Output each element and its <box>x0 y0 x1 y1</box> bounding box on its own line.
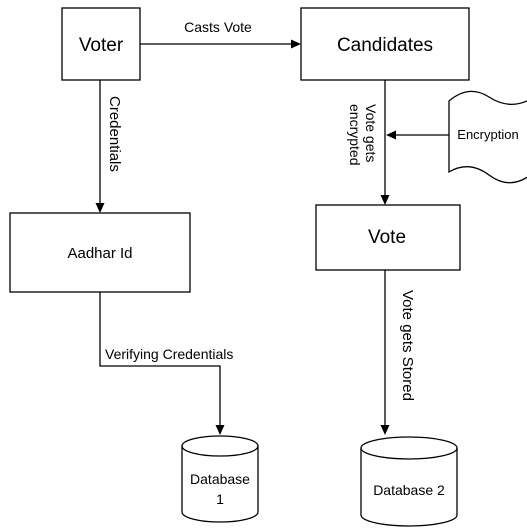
arrowhead <box>291 39 301 49</box>
node-vote: Vote <box>315 204 461 271</box>
casts-vote-label: Casts Vote <box>184 19 252 35</box>
database-2-label: Database 2 <box>373 482 445 498</box>
edge-vote-gets-stored: Vote gets Stored <box>380 270 416 435</box>
credentials-label: Credentials <box>106 96 123 172</box>
edge-verifying-credentials: Verifying Credentials <box>99 292 233 435</box>
edge-vote-gets-encrypted: Vote gets encrypted <box>347 80 390 205</box>
database-1-label-line2: 1 <box>216 491 224 507</box>
aadhar-id-label: Aadhar Id <box>67 245 132 262</box>
arrowhead <box>386 130 396 140</box>
arrowhead <box>380 425 390 435</box>
database-1-label-line1: Database <box>190 471 250 487</box>
vote-gets-encrypted-label-line2: encrypted <box>347 104 363 165</box>
arrowhead <box>215 425 225 435</box>
node-database-2: Database 2 <box>360 436 458 527</box>
arrowhead <box>380 195 390 205</box>
encryption-label: Encryption <box>457 127 518 142</box>
node-candidates: Candidates <box>300 7 470 81</box>
edge-credentials: Credentials <box>95 80 123 213</box>
node-aadhar-id: Aadhar Id <box>9 212 191 293</box>
vote-label: Vote <box>368 227 406 248</box>
node-database-1: Database 1 <box>181 435 259 523</box>
edge-encryption <box>386 130 449 140</box>
vote-gets-stored-label: Vote gets Stored <box>399 290 416 401</box>
node-encryption: Encryption <box>448 90 527 184</box>
edge-casts-vote: Casts Vote <box>140 19 301 49</box>
verifying-credentials-label: Verifying Credentials <box>105 346 233 362</box>
candidates-label: Candidates <box>337 35 433 56</box>
node-voter: Voter <box>61 7 141 81</box>
vote-gets-encrypted-label-line1: Vote gets <box>363 104 379 162</box>
voter-label: Voter <box>79 35 124 56</box>
arrowhead <box>95 203 105 213</box>
